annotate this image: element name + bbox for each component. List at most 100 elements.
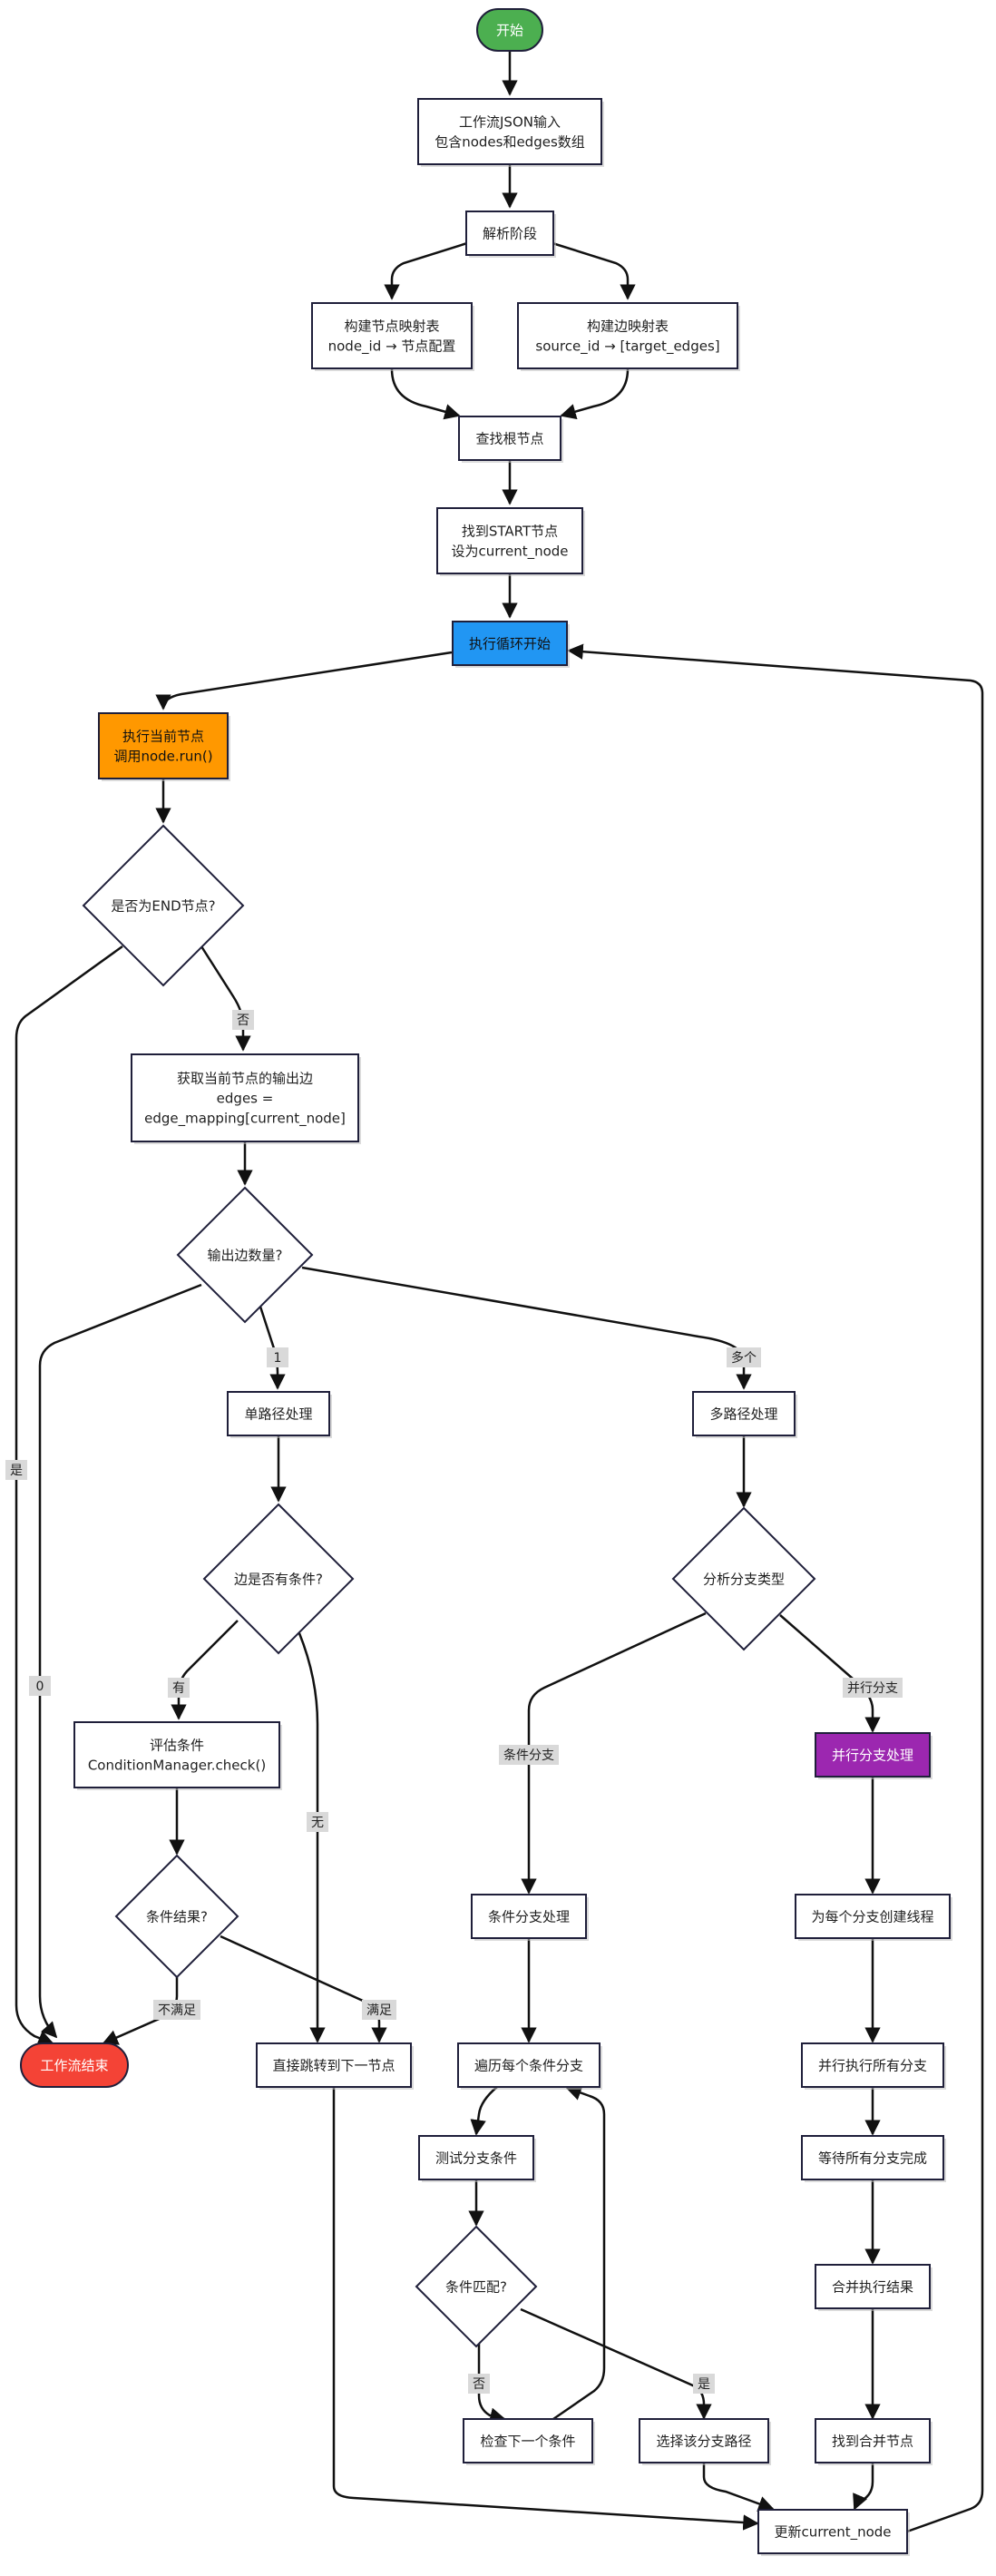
edge-update-loop xyxy=(567,643,984,2533)
node-multi-path: 多路径处理 xyxy=(692,1391,797,1438)
edge-label-no: 否 xyxy=(232,1010,254,1030)
node-label: 构建节点映射表 xyxy=(344,318,439,335)
node-label: 找到START节点 xyxy=(462,524,558,540)
edge-label-match_no: 否 xyxy=(468,2374,490,2394)
edge-label-bg xyxy=(362,2000,396,2020)
node-label: 查找根节点 xyxy=(475,431,543,447)
edge-nodemap-findroot xyxy=(390,368,461,420)
node-update-current: 更新current_node xyxy=(757,2509,910,2556)
node-box xyxy=(815,2418,931,2463)
edge-label-text: 满足 xyxy=(366,2003,392,2018)
node-label: 找到合并节点 xyxy=(832,2434,913,2450)
node-label: 遍历每个条件分支 xyxy=(474,2058,583,2074)
node-pill xyxy=(20,2042,129,2088)
node-label: 开始 xyxy=(496,23,523,39)
node-label: 包含nodes和edges数组 xyxy=(435,134,585,151)
node-box xyxy=(815,1732,931,1778)
edge-label-match_yes: 是 xyxy=(693,2374,715,2394)
node-box xyxy=(801,2042,944,2088)
node-box xyxy=(471,1894,587,1939)
node-cond-match: 条件匹配? xyxy=(415,2225,538,2348)
edge-parse-edgemap xyxy=(552,241,636,300)
node-label: 测试分支条件 xyxy=(435,2150,517,2167)
node-box xyxy=(465,211,554,256)
node-box xyxy=(463,2418,593,2463)
node-box xyxy=(436,507,583,574)
node-diamond-shape xyxy=(415,2225,538,2348)
node-cond-result: 条件结果? xyxy=(114,1854,239,1979)
node-box xyxy=(311,302,473,369)
edge-edgecount-wfend xyxy=(38,1283,202,2039)
node-label: source_id → [target_edges] xyxy=(535,338,719,356)
edge-checknext-iter xyxy=(552,2085,606,2421)
node-label: 条件匹配? xyxy=(445,2279,507,2296)
edge-isend-getedges xyxy=(200,945,251,1052)
node-label: 输出边数量? xyxy=(208,1248,283,1264)
node-label: 条件结果? xyxy=(146,1909,208,1925)
edge-label-text: 是 xyxy=(10,1464,23,1478)
node-label: 设为current_node xyxy=(451,544,568,561)
edge-label-text: 并行分支 xyxy=(847,1681,898,1696)
node-check-next: 检查下一个条件 xyxy=(463,2418,595,2465)
edge-label-met: 满足 xyxy=(362,2000,396,2020)
node-diamond-shape xyxy=(671,1506,816,1651)
node-box xyxy=(418,2135,534,2180)
node-box xyxy=(452,621,568,666)
node-label: 合并执行结果 xyxy=(832,2279,913,2296)
edge-jump-update xyxy=(332,2087,759,2531)
node-label: 多路径处理 xyxy=(709,1406,777,1423)
node-box xyxy=(256,2042,412,2088)
node-box xyxy=(517,302,738,369)
edge-label-bg xyxy=(5,1460,27,1480)
node-has-condition: 边是否有条件? xyxy=(202,1503,355,1655)
edge-iter-test xyxy=(470,2086,498,2136)
edge-label-bg xyxy=(232,1010,254,1030)
edge-label-text: 条件分支 xyxy=(503,1748,554,1763)
edge-label-bg xyxy=(499,1745,559,1765)
node-jump-next: 直接跳转到下一节点 xyxy=(256,2042,414,2090)
edge-label-text: 无 xyxy=(311,1816,324,1830)
node-edge-map: 构建边映射表 source_id → [target_edges] xyxy=(517,302,740,371)
node-parallel-branch: 并行分支处理 xyxy=(815,1732,933,1779)
node-label: 评估条件 xyxy=(150,1738,204,1754)
node-box xyxy=(458,416,561,461)
edge-select-update xyxy=(702,2463,775,2512)
node-label: 构建边映射表 xyxy=(587,318,669,335)
node-box xyxy=(227,1391,330,1436)
node-iter-branches: 遍历每个条件分支 xyxy=(457,2042,602,2090)
node-label: 检查下一个条件 xyxy=(480,2434,575,2450)
edge-condmatch-checknext xyxy=(477,2343,506,2424)
node-label: 并行分支处理 xyxy=(832,1748,913,1764)
edge-isend-wfend xyxy=(15,945,123,2046)
edge-label-bg xyxy=(267,1347,288,1367)
node-label: 工作流结束 xyxy=(40,2058,108,2074)
node-label: node_id → 节点配置 xyxy=(328,338,456,356)
node-label: 等待所有分支完成 xyxy=(818,2150,927,2167)
node-diamond-shape xyxy=(176,1186,314,1324)
node-wf-end: 工作流结束 xyxy=(20,2042,129,2088)
edge-label-parallel_branch: 并行分支 xyxy=(843,1678,903,1698)
edge-parse-nodemap xyxy=(384,241,468,300)
node-node-map: 构建节点映射表 node_id → 节点配置 xyxy=(311,302,474,371)
edge-edgemap-findroot xyxy=(560,368,630,420)
node-find-merge: 找到合并节点 xyxy=(815,2418,933,2465)
node-merge: 合并执行结果 xyxy=(815,2264,933,2311)
node-label: 条件分支处理 xyxy=(488,1909,570,1925)
node-diamond-shape xyxy=(114,1854,239,1979)
node-label: 执行循环开始 xyxy=(469,636,551,652)
node-is-end: 是否为END节点? xyxy=(82,824,245,987)
node-run-all: 并行执行所有分支 xyxy=(801,2042,946,2090)
edge-hascond-evalcond xyxy=(171,1620,239,1720)
edge-label-bg xyxy=(307,1812,328,1832)
node-diamond-shape xyxy=(202,1503,355,1655)
node-loop-start: 执行循环开始 xyxy=(452,621,570,668)
edge-label-has: 有 xyxy=(168,1678,190,1698)
edge-label-bg xyxy=(468,2374,490,2394)
edge-hascond-jump xyxy=(298,1632,326,2043)
node-pill xyxy=(476,8,543,52)
edge-label-yes: 是 xyxy=(5,1460,27,1480)
